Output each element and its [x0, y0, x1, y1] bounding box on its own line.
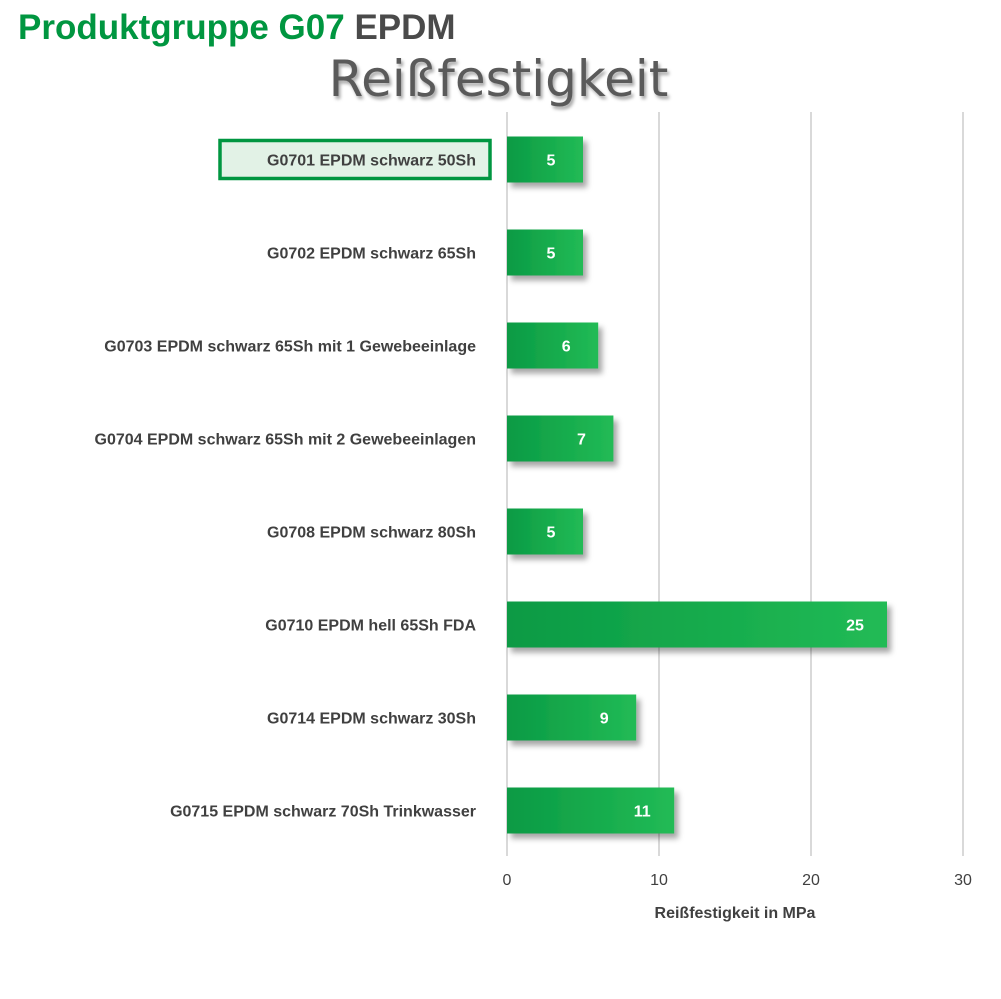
- chart-title-text: Reißfestigkeit: [328, 50, 669, 108]
- bar: [507, 229, 583, 276]
- bar: [507, 415, 614, 462]
- bar-value-label: 6: [562, 339, 571, 356]
- x-tick-label: 20: [802, 872, 820, 889]
- bar-value-label: 11: [634, 804, 651, 821]
- bar-value-label: 5: [547, 246, 556, 263]
- material-label: EPDM: [354, 8, 456, 47]
- category-label: G0701 EPDM schwarz 50Sh: [267, 153, 476, 170]
- category-label: G0703 EPDM schwarz 65Sh mit 1 Gewebeeinl…: [104, 339, 476, 356]
- category-label: G0704 EPDM schwarz 65Sh mit 2 Gewebeeinl…: [95, 432, 476, 449]
- x-axis-ticks: 0 10 20 30: [503, 872, 972, 889]
- category-label: G0708 EPDM schwarz 80Sh: [267, 525, 476, 542]
- bar-value-label: 5: [547, 153, 556, 170]
- bar-value-label: 7: [577, 432, 586, 449]
- bar: [507, 787, 675, 834]
- chart-title: Reißfestigkeit: [0, 48, 1001, 110]
- highlight-box: [218, 138, 492, 181]
- bar-value-label: 9: [600, 711, 609, 728]
- bar: [507, 136, 583, 183]
- x-tick-label: 30: [954, 872, 972, 889]
- category-label: G0702 EPDM schwarz 65Sh: [267, 246, 476, 263]
- bar: [507, 694, 637, 741]
- bar-value-label: 5: [547, 525, 556, 542]
- category-label: G0710 EPDM hell 65Sh FDA: [265, 618, 476, 635]
- bar: [507, 601, 887, 648]
- bar: [507, 508, 583, 555]
- x-tick-label: 0: [503, 872, 512, 889]
- product-group-label: Produktgruppe G07: [18, 8, 345, 47]
- bar-value-label: 25: [846, 618, 864, 635]
- category-label: G0714 EPDM schwarz 30Sh: [267, 711, 476, 728]
- product-group-header: Produktgruppe G07 EPDM: [18, 8, 456, 48]
- bar: [507, 322, 599, 369]
- gridlines: [506, 112, 964, 856]
- category-label: G0715 EPDM schwarz 70Sh Trinkwasser: [170, 804, 476, 821]
- bars: 5 5 6 7 5 25 9 11: [507, 136, 887, 834]
- x-tick-label: 10: [650, 872, 668, 889]
- x-axis-title: Reißfestigkeit in MPa: [655, 905, 816, 922]
